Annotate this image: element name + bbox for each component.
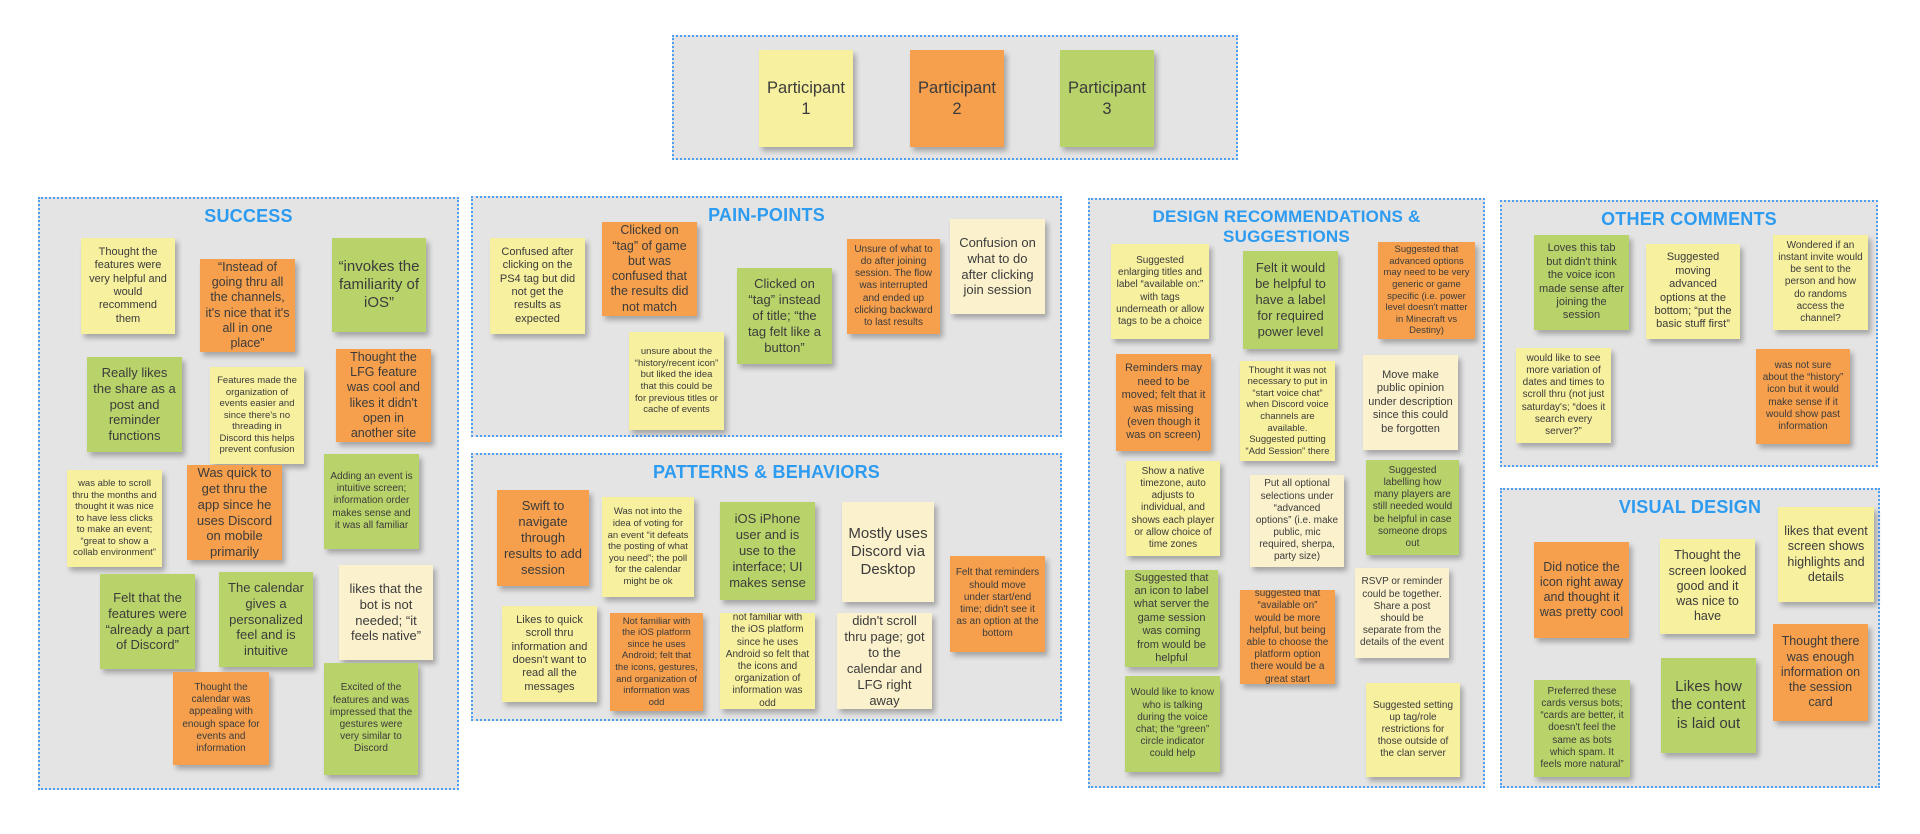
designrecs-note-8[interactable]: Put all optional selections under “advan… <box>1250 475 1344 567</box>
success-note-4[interactable]: Really likes the share as a post and rem… <box>87 357 182 452</box>
designrecs-note-7[interactable]: Show a native timezone, auto adjusts to … <box>1126 461 1220 556</box>
patterns-note-6[interactable]: Likes to quick scroll thru information a… <box>502 606 597 702</box>
visualdesign-note-1[interactable]: Did notice the icon right away and thoug… <box>1534 542 1629 638</box>
panel-designrecs: DESIGN RECOMMENDATIONS & SUGGESTIONS Sug… <box>1088 198 1485 788</box>
panel-visualdesign: VISUAL DESIGN Did notice the icon right … <box>1500 488 1880 788</box>
success-note-7[interactable]: was able to scroll thru the months and t… <box>67 470 162 567</box>
designrecs-note-12[interactable]: RSVP or reminder could be together. Shar… <box>1355 568 1449 658</box>
patterns-note-5[interactable]: Felt that reminders should move under st… <box>950 556 1045 652</box>
success-note-12[interactable]: likes that the bot is not needed; “it fe… <box>339 565 433 660</box>
othercomments-note-4[interactable]: would like to see more variation of date… <box>1516 348 1611 443</box>
designrecs-note-14[interactable]: Suggested setting up tag/role restrictio… <box>1366 683 1460 777</box>
designrecs-note-11[interactable]: suggested that “available on” would be m… <box>1240 590 1335 684</box>
painpoints-note-1[interactable]: Confused after clicking on the PS4 tag b… <box>490 238 585 334</box>
designrecs-note-1[interactable]: Suggested enlarging titles and label “av… <box>1111 244 1209 339</box>
success-note-9[interactable]: Adding an event is intuitive screen; inf… <box>324 454 419 549</box>
success-note-6[interactable]: Thought the LFG feature was cool and lik… <box>336 349 431 442</box>
participant-2-note[interactable]: Participant 2 <box>910 50 1004 147</box>
visualdesign-note-2[interactable]: Thought the screen looked good and it wa… <box>1660 539 1755 634</box>
panel-othercomments: OTHER COMMENTS Loves this tab but didn't… <box>1500 200 1878 467</box>
success-note-11[interactable]: The calendar gives a personalized feel a… <box>219 572 313 667</box>
patterns-note-2[interactable]: Was not into the idea of voting for an e… <box>602 497 694 597</box>
designrecs-note-10[interactable]: Suggested that an icon to label what ser… <box>1125 570 1218 667</box>
visualdesign-note-4[interactable]: Thought there was enough information on … <box>1773 624 1868 721</box>
panel-success: SUCCESS Thought the features were very h… <box>38 197 459 790</box>
painpoints-note-3[interactable]: unsure about the “history/recent icon” b… <box>629 332 724 430</box>
success-note-1[interactable]: Thought the features were very helpful a… <box>81 238 175 334</box>
designrecs-note-2[interactable]: Felt it would be helpful to have a label… <box>1243 251 1338 349</box>
othercomments-note-1[interactable]: Loves this tab but didn't think the voic… <box>1534 235 1629 330</box>
success-note-10[interactable]: Felt that the features were “already a p… <box>100 574 195 669</box>
panel-participants: Participant 1 Participant 2 Participant … <box>672 35 1238 160</box>
patterns-note-1[interactable]: Swift to navigate through results to add… <box>497 490 589 586</box>
designrecs-note-13[interactable]: Would like to know who is talking during… <box>1125 676 1220 772</box>
panel-title-painpoints: PAIN-POINTS <box>708 205 825 225</box>
participant-1-note[interactable]: Participant 1 <box>759 50 853 147</box>
panel-title-othercomments: OTHER COMMENTS <box>1601 209 1777 229</box>
othercomments-note-5[interactable]: was not sure about the “history” icon bu… <box>1756 349 1850 444</box>
panel-title-success: SUCCESS <box>204 206 293 226</box>
designrecs-note-6[interactable]: Move make public opinion under descripti… <box>1363 355 1458 450</box>
panel-title-patterns: PATTERNS & BEHAVIORS <box>652 462 880 482</box>
patterns-note-8[interactable]: not familiar with the iOS platform since… <box>720 613 815 709</box>
painpoints-note-2[interactable]: Clicked on “tag” of game but was confuse… <box>602 222 697 316</box>
success-note-8[interactable]: Was quick to get thru the app since he u… <box>187 465 282 560</box>
panel-title-visualdesign: VISUAL DESIGN <box>1618 497 1762 517</box>
painpoints-note-4[interactable]: Clicked on “tag” instead of title; “the … <box>737 268 832 364</box>
patterns-note-9[interactable]: didn't scroll thru page; got to the cale… <box>837 613 932 709</box>
panel-painpoints: PAIN-POINTS Confused after clicking on t… <box>471 196 1062 437</box>
success-note-5[interactable]: Features made the organization of events… <box>210 367 304 464</box>
patterns-note-3[interactable]: iOS iPhone user and is use to the interf… <box>720 502 815 600</box>
designrecs-note-3[interactable]: Suggested that advanced options may need… <box>1378 242 1475 339</box>
participant-3-note[interactable]: Participant 3 <box>1060 50 1154 147</box>
panel-patterns: PATTERNS & BEHAVIORS Swift to navigate t… <box>471 453 1062 721</box>
success-note-2[interactable]: “Instead of going thru all the channels,… <box>200 259 295 352</box>
patterns-note-4[interactable]: Mostly uses Discord via Desktop <box>842 502 934 602</box>
success-note-3[interactable]: “invokes the familiarity of iOS” <box>332 238 426 332</box>
painpoints-note-6[interactable]: Confusion on what to do after clicking j… <box>950 219 1045 314</box>
success-note-14[interactable]: Excited of the features and was impresse… <box>324 663 418 775</box>
designrecs-note-5[interactable]: Thought it was not necessary to put in “… <box>1240 361 1335 461</box>
patterns-note-7[interactable]: Not familiar with the iOS platform since… <box>610 613 703 711</box>
othercomments-note-2[interactable]: Suggested moving advanced options at the… <box>1646 244 1740 339</box>
visualdesign-note-5[interactable]: Preferred these cards versus bots; “card… <box>1534 680 1630 777</box>
designrecs-note-9[interactable]: Suggested labelling how many players are… <box>1366 460 1459 555</box>
painpoints-note-5[interactable]: Unsure of what to do after joining sessi… <box>847 239 940 334</box>
visualdesign-note-6[interactable]: Likes how the content is laid out <box>1661 658 1756 753</box>
designrecs-note-4[interactable]: Reminders may need to be moved; felt tha… <box>1116 354 1211 451</box>
visualdesign-note-3[interactable]: likes that event screen shows highlights… <box>1778 507 1874 602</box>
panel-title-designrecs: DESIGN RECOMMENDATIONS & SUGGESTIONS <box>1152 207 1421 246</box>
success-note-13[interactable]: Thought the calendar was appealing with … <box>173 672 269 765</box>
othercomments-note-3[interactable]: Wondered if an instant invite would be s… <box>1773 235 1868 330</box>
